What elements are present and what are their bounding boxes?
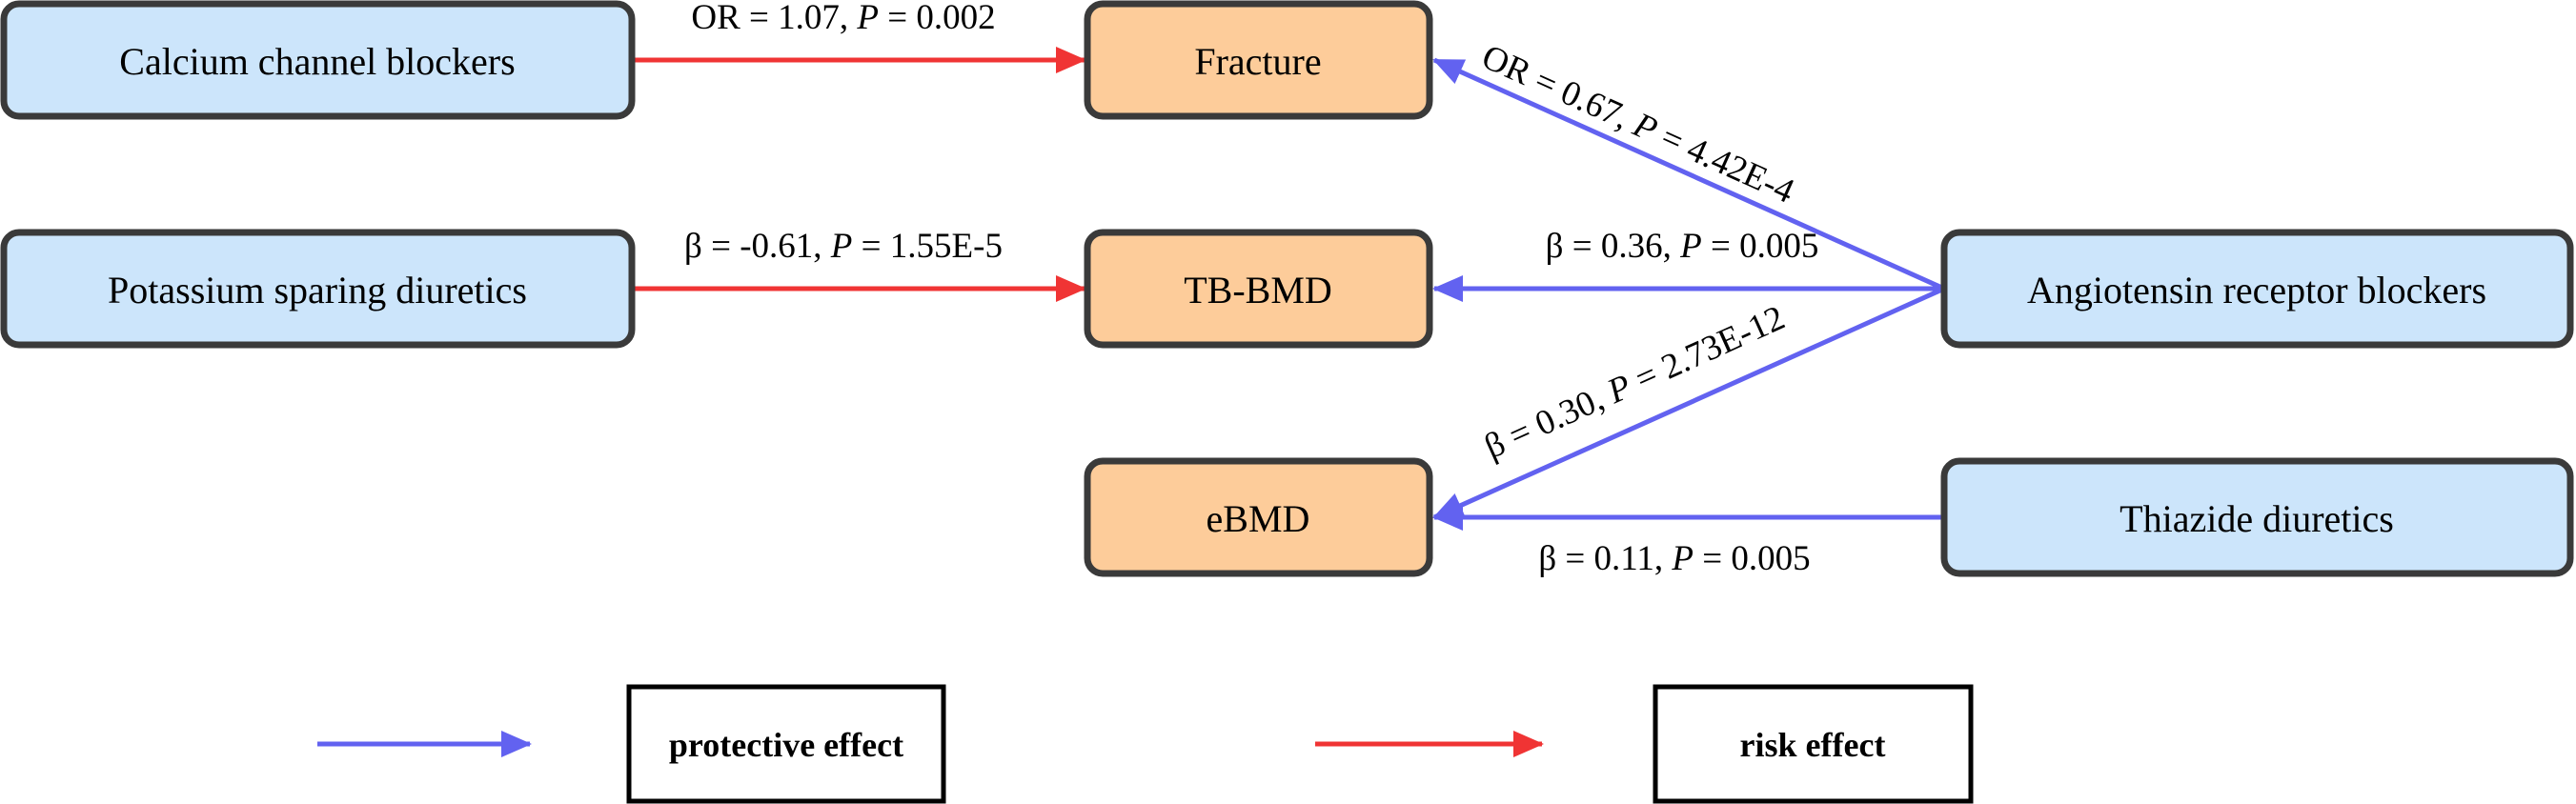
edges: [632, 47, 1946, 531]
edge-arb-fracture: [1432, 57, 1946, 291]
edge-label-ccb-fracture: OR = 1.07, P = 0.002: [691, 0, 995, 37]
edge-label-psd-tbbmd: β = -0.61, P = 1.55E-5: [684, 227, 1003, 266]
node-ebmd: eBMD: [1084, 457, 1433, 577]
node-label: Fracture: [1194, 40, 1321, 83]
legend-risk-box: [1653, 684, 1974, 804]
legend-risk-label: risk effect: [1740, 726, 1886, 764]
node-tb-bmd: TB-BMD: [1084, 229, 1433, 349]
edge-label-arb-fracture: OR = 0.67, P = 4.42E-4: [1476, 37, 1800, 211]
node-thiazide-diuretics: Thiazide diuretics: [1940, 457, 2574, 577]
node-calcium-channel-blockers: Calcium channel blockers: [0, 0, 636, 120]
node-label: TB-BMD: [1184, 269, 1332, 312]
edge-label-arb-tbbmd: β = 0.36, P = 0.005: [1546, 227, 1819, 266]
node-label: Potassium sparing diuretics: [108, 269, 527, 312]
edge-arb-ebmd: [1432, 286, 1946, 520]
node-label: Angiotensin receptor blockers: [2027, 269, 2486, 312]
legend: protective effect risk effect: [317, 684, 1974, 804]
legend-protective-label: protective effect: [669, 726, 903, 764]
edge-label-thiazide-ebmd: β = 0.11, P = 0.005: [1538, 539, 1810, 578]
node-angiotensin-receptor-blockers: Angiotensin receptor blockers: [1940, 229, 2574, 349]
node-fracture: Fracture: [1084, 0, 1433, 120]
edge-label-arb-ebmd: β = 0.30, P = 2.73E-12: [1479, 298, 1791, 467]
node-label: Calcium channel blockers: [119, 40, 515, 83]
node-potassium-sparing-diuretics: Potassium sparing diuretics: [0, 229, 636, 349]
node-label: eBMD: [1207, 497, 1310, 540]
node-label: Thiazide diuretics: [2120, 497, 2394, 540]
legend-protective-box: [626, 684, 946, 804]
